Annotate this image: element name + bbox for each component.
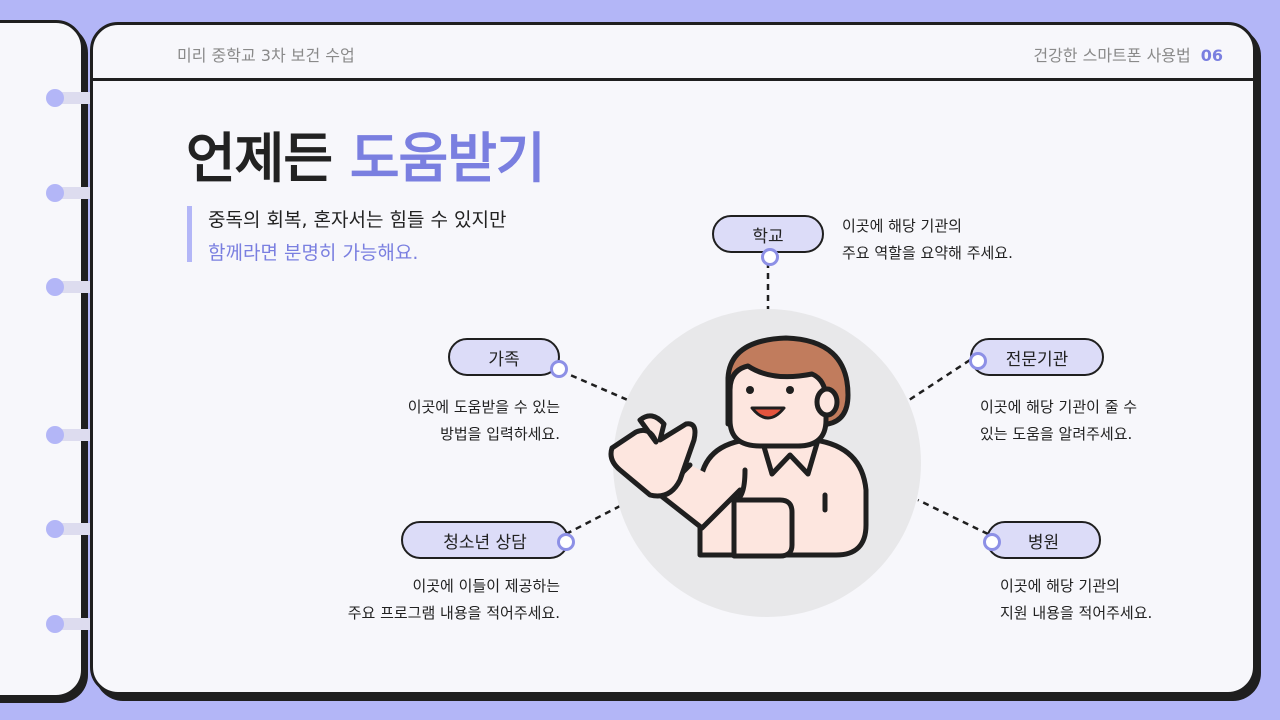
desc-family-line-1: 이곳에 도움받을 수 있는 xyxy=(407,398,560,416)
desc-school-line-1: 이곳에 해당 기관의 xyxy=(842,217,962,235)
header-topic: 건강한 스마트폰 사용법 06 xyxy=(1033,42,1223,66)
desc-expert-line-1: 이곳에 해당 기관이 줄 수 xyxy=(980,398,1138,416)
desc-youth-counsel: 이곳에 이들이 제공하는 주요 프로그램 내용을 적어주세요. xyxy=(300,573,560,627)
node-expert: 전문기관 xyxy=(970,338,1104,376)
header-school: 미리 중학교 3차 보건 수업 xyxy=(177,46,355,65)
page-number: 06 xyxy=(1200,46,1223,65)
desc-expert: 이곳에 해당 기관이 줄 수 있는 도움을 알려주세요. xyxy=(980,394,1137,448)
desc-youth-counsel-line-1: 이곳에 이들이 제공하는 xyxy=(412,577,560,595)
node-youth-counsel-label: 청소년 상담 xyxy=(443,532,527,553)
node-hospital: 병원 xyxy=(986,521,1101,559)
desc-expert-line-2: 있는 도움을 알려주세요. xyxy=(980,425,1133,443)
desc-family-line-2: 방법을 입력하세요. xyxy=(440,425,560,443)
header-topic-label: 건강한 스마트폰 사용법 xyxy=(1033,46,1191,65)
desc-hospital-line-1: 이곳에 해당 기관의 xyxy=(1000,577,1120,595)
desc-hospital: 이곳에 해당 기관의 지원 내용을 적어주세요. xyxy=(1000,573,1152,627)
node-expert-label: 전문기관 xyxy=(1005,349,1069,370)
quote-line-1: 중독의 회복, 혼자서는 힘들 수 있지만 xyxy=(208,209,507,231)
node-youth-counsel: 청소년 상담 xyxy=(401,521,569,559)
node-school: 학교 xyxy=(712,215,824,253)
desc-youth-counsel-line-2: 주요 프로그램 내용을 적어주세요. xyxy=(347,604,560,622)
person-illustration xyxy=(608,335,869,559)
node-family-label: 가족 xyxy=(488,349,520,370)
quote-line-2: 함께라면 분명히 가능해요. xyxy=(208,242,419,264)
desc-family: 이곳에 도움받을 수 있는 방법을 입력하세요. xyxy=(340,394,560,448)
title-accent: 도움받기 xyxy=(349,127,546,190)
node-family: 가족 xyxy=(448,338,560,376)
connector-dot xyxy=(761,248,779,266)
connector-dot xyxy=(983,533,1001,551)
header-divider xyxy=(93,78,1253,81)
desc-hospital-line-2: 지원 내용을 적어주세요. xyxy=(1000,604,1153,622)
desc-school: 이곳에 해당 기관의 주요 역할을 요약해 주세요. xyxy=(842,213,1013,267)
quote-bar xyxy=(187,206,192,262)
page-title: 언제든 도움받기 xyxy=(186,114,546,193)
connector-dot xyxy=(969,352,987,370)
desc-school-line-2: 주요 역할을 요약해 주세요. xyxy=(842,244,1013,262)
node-school-label: 학교 xyxy=(752,226,784,247)
connector-lines xyxy=(560,262,989,536)
left-notebook-page xyxy=(0,20,84,698)
face-features xyxy=(746,386,794,420)
connector-dot xyxy=(550,360,568,378)
connector-dot xyxy=(557,533,575,551)
node-hospital-label: 병원 xyxy=(1027,532,1060,553)
title-main: 언제든 xyxy=(186,127,350,190)
